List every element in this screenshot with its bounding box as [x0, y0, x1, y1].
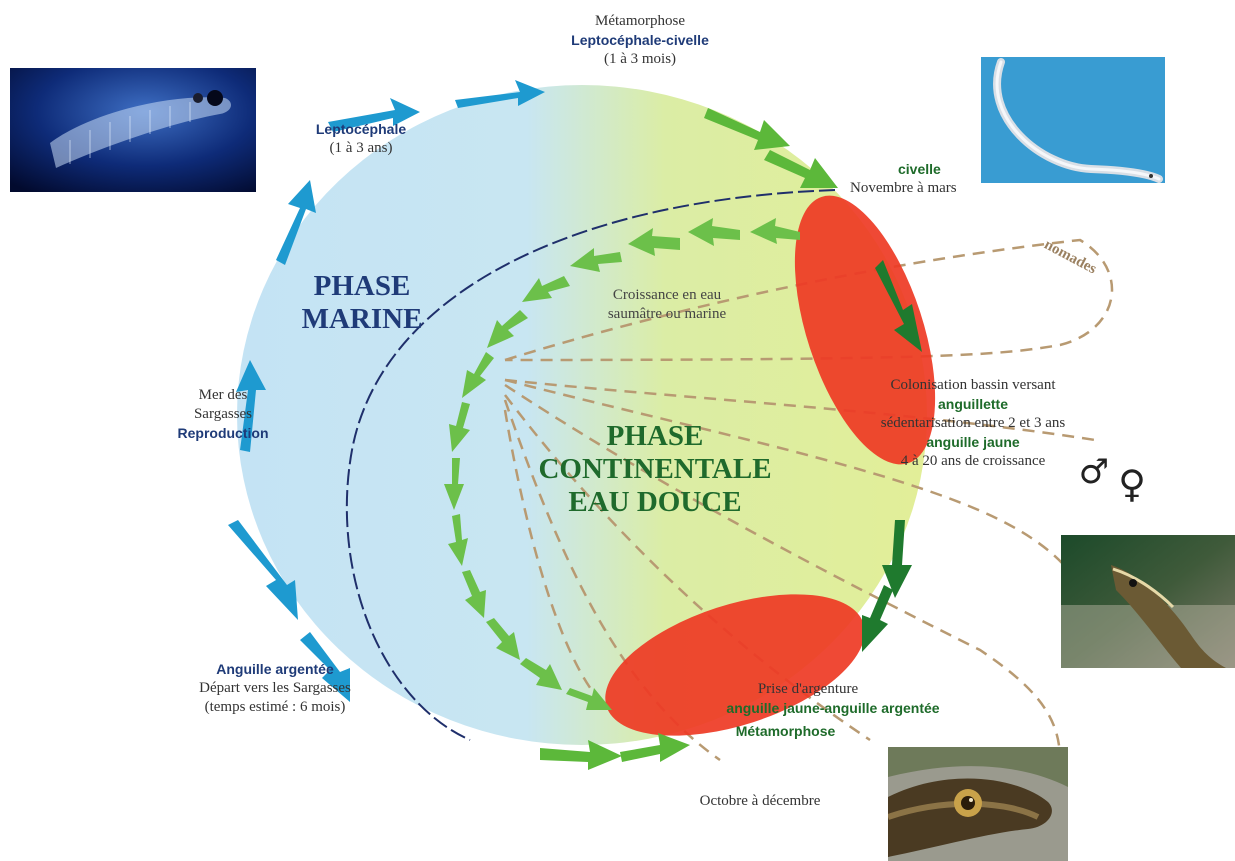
- civelle-period: Novembre à mars: [850, 179, 1000, 198]
- phase-continental-title: PHASE CONTINENTALE EAU DOUCE: [505, 420, 805, 519]
- label-argenture: Prise d'argenture anguille jaune-anguill…: [688, 680, 978, 741]
- label-croissance: Croissance en eau saumâtre ou marine: [572, 286, 762, 324]
- meta-top-line1: Métamorphose: [540, 12, 740, 31]
- colonisation-line1: Colonisation bassin versant: [838, 376, 1108, 395]
- label-meta-top: Métamorphose Leptocéphale-civelle (1 à 3…: [540, 12, 740, 69]
- label-colonisation: Colonisation bassin versant anguillette …: [838, 376, 1108, 471]
- leptocephale-duration: (1 à 3 ans): [296, 139, 426, 158]
- female-symbol: ♀: [1112, 462, 1152, 506]
- croissance-line1: Croissance en eau: [572, 286, 762, 305]
- leptocephale-name: Leptocéphale: [296, 120, 426, 139]
- phase-marine-line2: MARINE: [262, 303, 462, 336]
- sargasses-line1: Mer des: [158, 386, 288, 405]
- anguille-jaune-photo: [1061, 535, 1235, 668]
- label-leptocephale: Leptocéphale (1 à 3 ans): [296, 120, 426, 158]
- croissance-line2: saumâtre ou marine: [572, 305, 762, 324]
- label-civelle: civelle Novembre à mars: [850, 160, 1000, 198]
- civelle-name: civelle: [850, 160, 1000, 179]
- colonisation-line5: 4 à 20 ans de croissance: [838, 452, 1108, 471]
- argenture-line3: Métamorphose: [688, 722, 978, 741]
- argenture-line1: Prise d'argenture: [688, 680, 978, 699]
- male-symbol: ♂: [1074, 452, 1114, 492]
- label-argentee: Anguille argentée Départ vers les Sargas…: [160, 660, 390, 717]
- colonisation-line2: anguillette: [838, 395, 1108, 414]
- phase-marine-title: PHASE MARINE: [262, 270, 462, 336]
- phase-continental-line3: EAU DOUCE: [505, 486, 805, 519]
- argenture-line2: anguille jaune-anguille argentée: [688, 699, 978, 718]
- argentee-name: Anguille argentée: [160, 660, 390, 679]
- label-sargasses: Mer des Sargasses Reproduction: [158, 386, 288, 443]
- argentee-line2: Départ vers les Sargasses: [160, 679, 390, 698]
- colonisation-line4: anguille jaune: [838, 433, 1108, 452]
- argentee-line3: (temps estimé : 6 mois): [160, 698, 390, 717]
- phase-continental-line1: PHASE: [505, 420, 805, 453]
- phase-continental-line2: CONTINENTALE: [505, 453, 805, 486]
- meta-top-line3: (1 à 3 mois): [540, 50, 740, 69]
- phase-marine-line1: PHASE: [262, 270, 462, 303]
- sargasses-line3: Reproduction: [158, 424, 288, 443]
- colonisation-line3: sédentarisation entre 2 et 3 ans: [838, 414, 1108, 433]
- anguille-argentee-photo: [888, 747, 1068, 861]
- sargasses-line2: Sargasses: [158, 405, 288, 424]
- label-octobre: Octobre à décembre: [670, 792, 850, 811]
- leptocephale-photo: [10, 68, 256, 192]
- meta-top-line2: Leptocéphale-civelle: [540, 31, 740, 50]
- civelle-photo: [981, 57, 1165, 183]
